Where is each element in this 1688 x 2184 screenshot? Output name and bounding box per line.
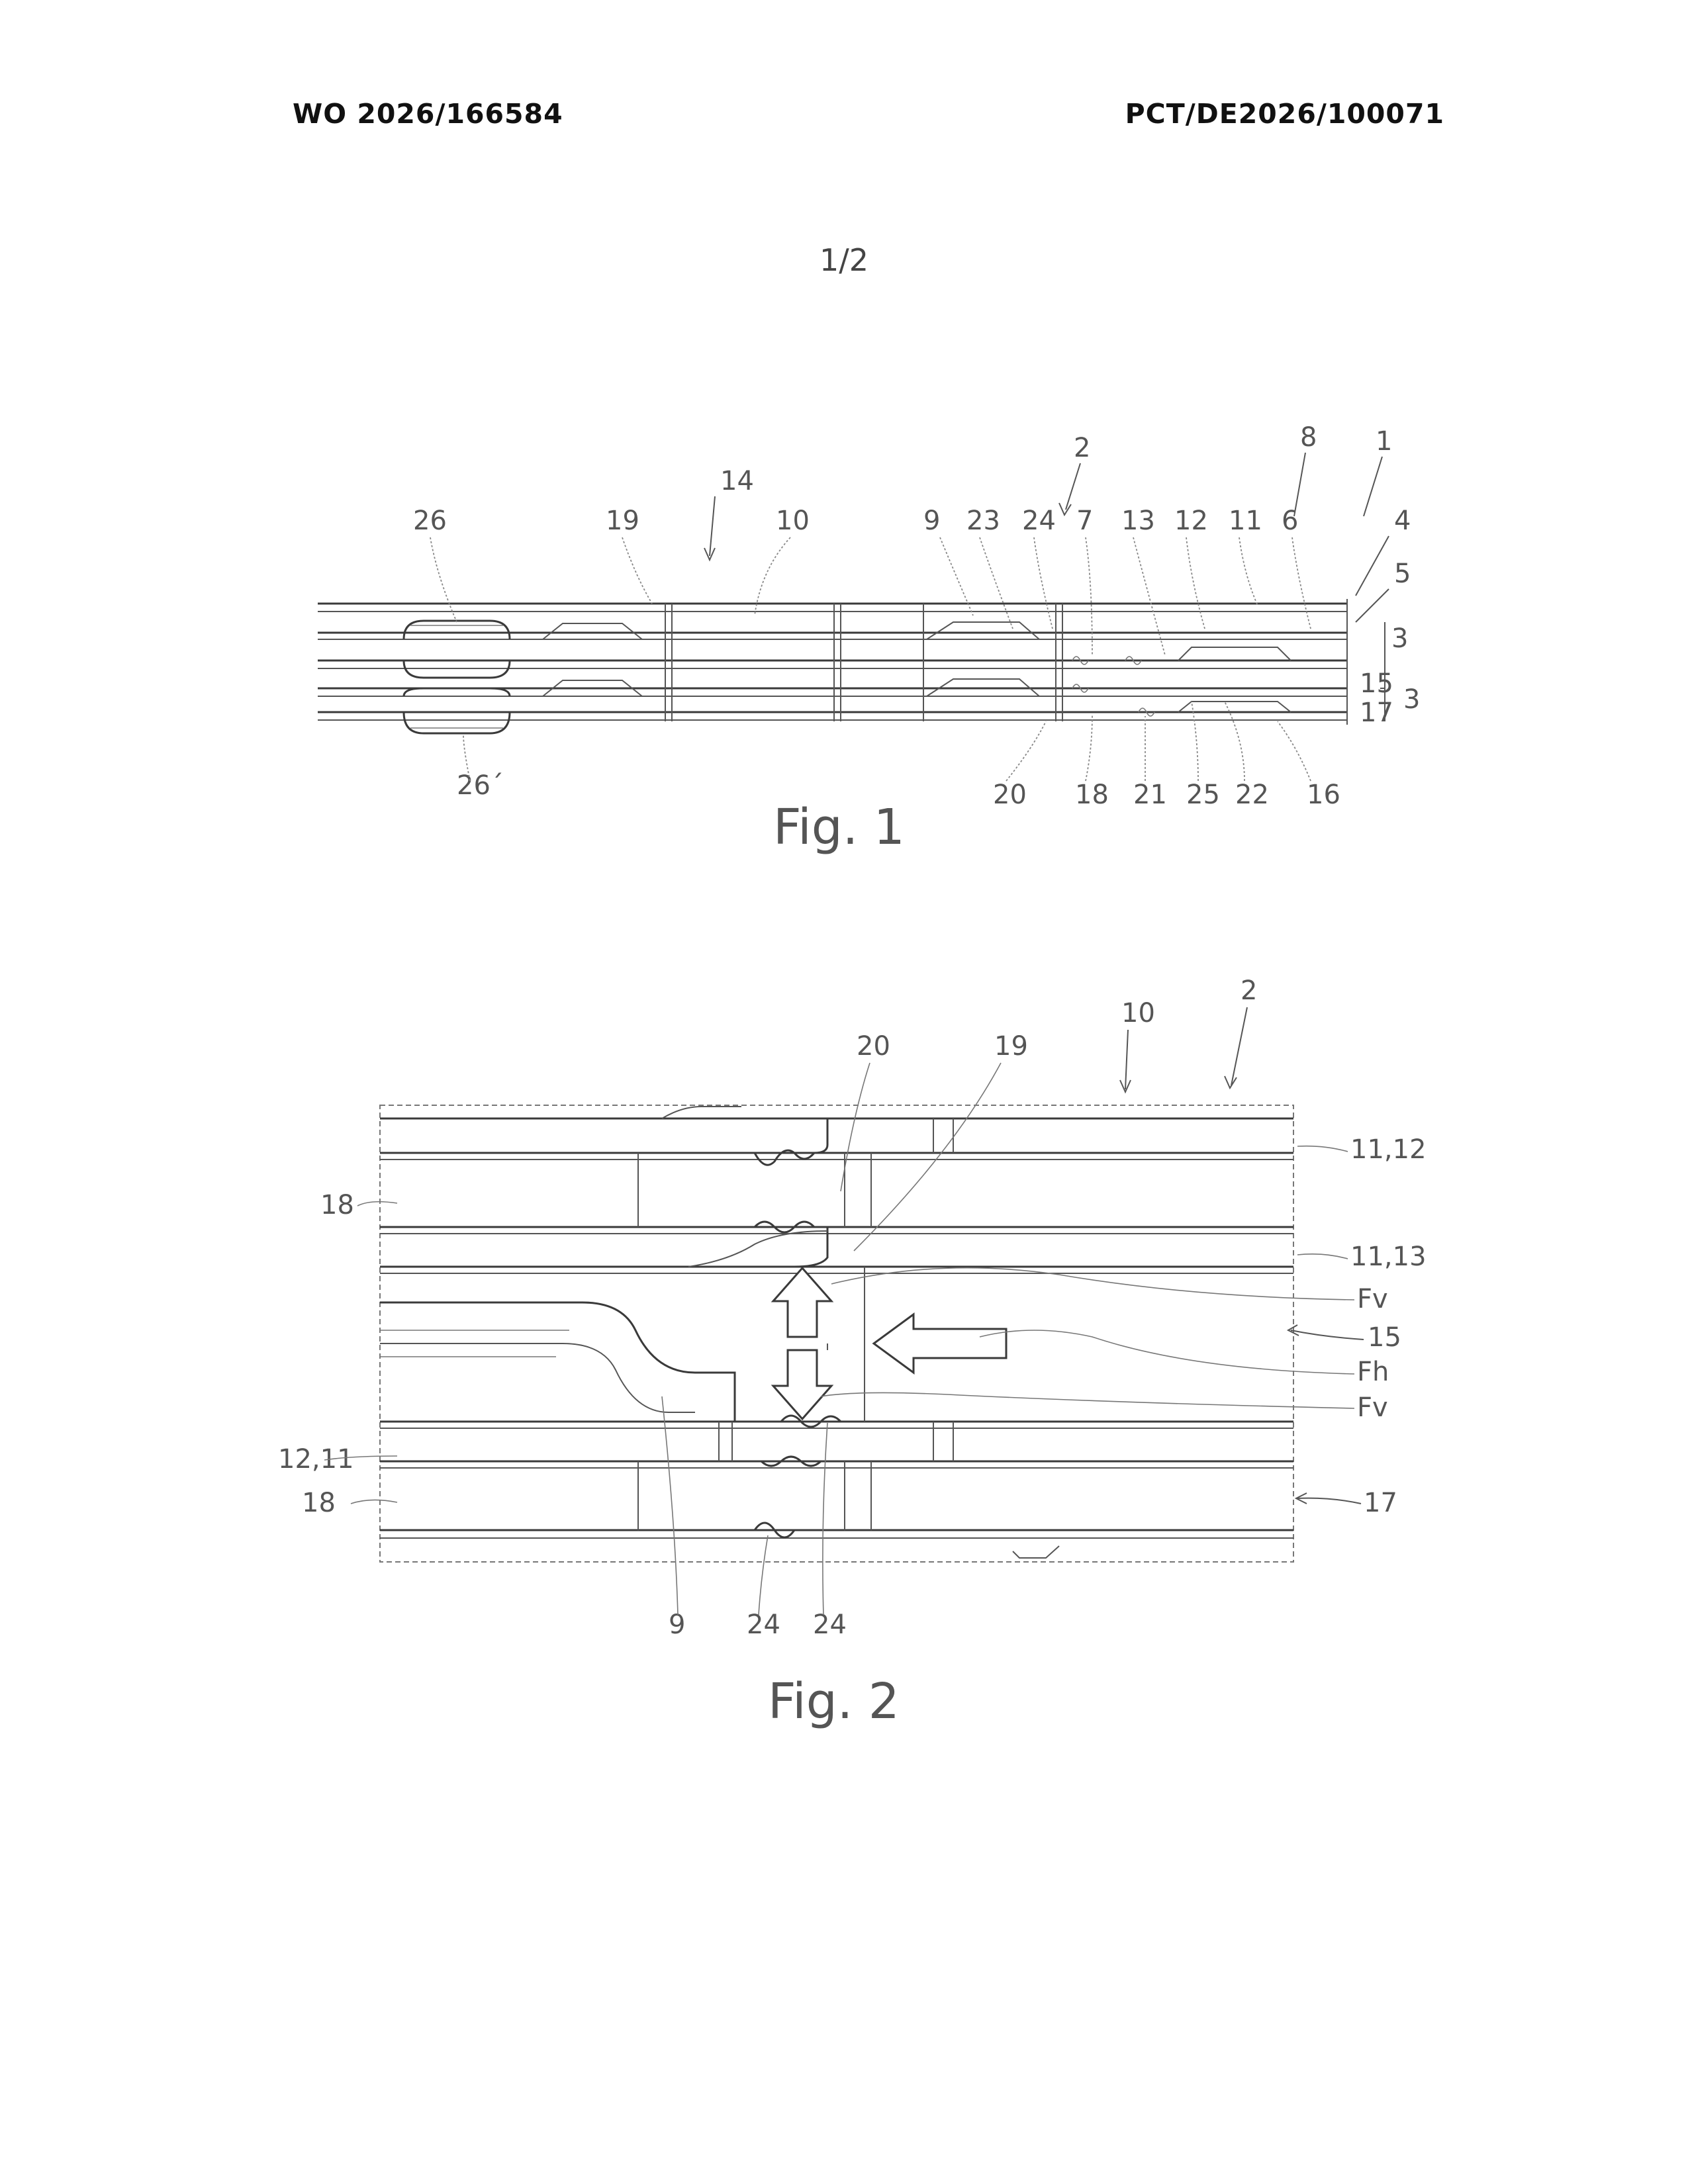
fig2-ref: 12,11	[278, 1444, 354, 1475]
fig1-ref: 20	[993, 780, 1027, 810]
fig2-step-plate	[380, 1302, 735, 1422]
fig1-ref: 23	[966, 506, 1000, 536]
fig2-caption: Fig. 2	[768, 1673, 900, 1730]
fig1-ref: 21	[1133, 780, 1167, 810]
fig1-plate-stack	[318, 599, 1347, 725]
force-arrow-horizontal	[874, 1314, 1006, 1373]
fig1-ref: 4	[1394, 506, 1411, 536]
fig2-ref: 9	[669, 1610, 685, 1640]
fig1-ref: 22	[1235, 780, 1269, 810]
fig2-detail-frame	[380, 1105, 1293, 1562]
fig1-ref: 1	[1376, 426, 1392, 457]
fig2-ref: 24	[747, 1610, 780, 1640]
fig1-ref: 13	[1121, 506, 1155, 536]
fig1-ref: 18	[1075, 780, 1109, 810]
force-arrow-vertical-up	[773, 1268, 831, 1337]
fig1-ref: 16	[1307, 780, 1340, 810]
figure-1: 26 19 14 10 9 23 24 7 2 13 12 11 8 6 1 4…	[318, 422, 1420, 856]
fig1-ref: 3	[1391, 623, 1408, 654]
fig2-ref: Fh	[1357, 1357, 1389, 1387]
fig2-ref: Fv	[1357, 1392, 1388, 1423]
fig1-ref: 17	[1360, 698, 1393, 728]
fig2-ref: 18	[320, 1190, 354, 1220]
fig1-ref: 25	[1186, 780, 1220, 810]
fig2-ref: 15	[1368, 1322, 1401, 1353]
fig1-ref: 12	[1174, 506, 1208, 536]
fig1-ref: 15	[1360, 668, 1393, 699]
fig2-ref: 2	[1241, 976, 1257, 1006]
fig2-ref: 20	[857, 1031, 890, 1062]
fig1-ref: 5	[1394, 559, 1411, 589]
fig1-ref: 26	[413, 506, 447, 536]
fig1-ref: 2	[1074, 433, 1090, 463]
fig1-ref: 9	[923, 506, 940, 536]
fig2-force-arrows	[773, 1268, 1006, 1419]
fig1-ref: 10	[776, 506, 810, 536]
fig1-ref: 26´	[457, 770, 504, 801]
fig1-caption: Fig. 1	[773, 799, 905, 856]
fig1-leader-lines	[430, 453, 1389, 781]
fig1-ref: 3	[1403, 684, 1420, 715]
fig2-ref: 10	[1121, 998, 1155, 1028]
fig1-seal-beads	[404, 621, 510, 733]
fig2-ref: 17	[1364, 1488, 1397, 1518]
fig1-ref: 7	[1076, 506, 1093, 536]
fig1-ref: 11	[1229, 506, 1262, 536]
fig2-ref: Fv	[1357, 1284, 1388, 1314]
fig1-ref: 19	[606, 506, 639, 536]
figure-2: 20 19 10 2 18 12,11 18 11,12 11,13 Fv 15…	[278, 976, 1427, 1730]
fig2-ref: 18	[302, 1488, 336, 1518]
fig2-plate-layers	[380, 1118, 1293, 1538]
fig2-ref: 11,12	[1350, 1134, 1427, 1165]
fig1-ref: 14	[720, 466, 754, 496]
fig1-ref: 6	[1282, 506, 1298, 536]
fig1-reference-numerals: 26 19 14 10 9 23 24 7 2 13 12 11 8 6 1 4…	[413, 422, 1420, 810]
fig2-ref: 11,13	[1350, 1242, 1427, 1272]
fig2-ref: 19	[994, 1031, 1028, 1062]
force-arrow-vertical-down	[773, 1350, 831, 1419]
fig1-ref: 8	[1300, 422, 1317, 453]
fig1-ref: 24	[1022, 506, 1056, 536]
fig2-ref: 24	[813, 1610, 847, 1640]
fig2-reference-numerals: 20 19 10 2 18 12,11 18 11,12 11,13 Fv 15…	[278, 976, 1427, 1640]
